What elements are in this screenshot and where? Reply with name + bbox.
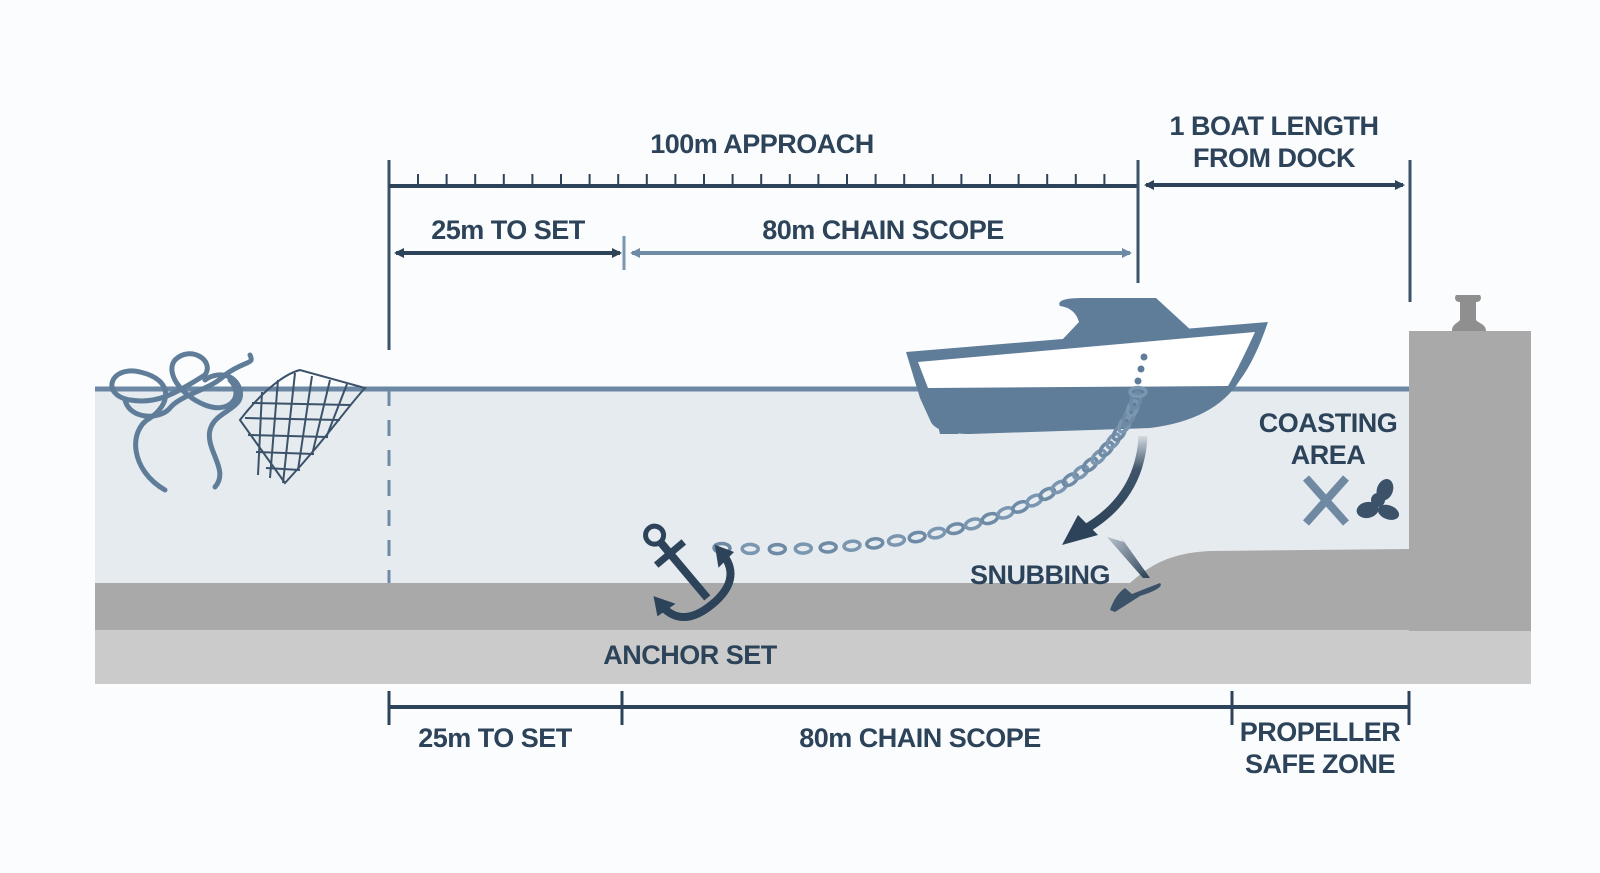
seabed-bottom-layer: [95, 630, 1531, 684]
chain-link: [1098, 440, 1115, 458]
top-to-set-label: 25m TO SET: [431, 215, 586, 245]
chain-link: [1090, 448, 1107, 466]
chain-link: [1105, 432, 1122, 450]
chain-link: [886, 534, 907, 547]
seabed-top-layer: [95, 583, 1531, 631]
shoal-mound: [1130, 549, 1410, 583]
chain-link: [865, 537, 885, 550]
boat-icon: [906, 298, 1268, 434]
bottom-to-set-label: 25m TO SET: [418, 723, 573, 753]
chain-link: [740, 542, 760, 556]
snubbing-label: SNUBBING: [970, 560, 1110, 590]
chain-link: [1129, 390, 1143, 410]
propeller-zone-label-line1: PROPELLER: [1240, 717, 1401, 747]
chain-link: [818, 541, 838, 554]
coasting-label-line2: AREA: [1291, 440, 1366, 470]
chain-link: [842, 539, 862, 552]
chain-link: [1125, 398, 1140, 418]
chain-link: [907, 530, 927, 544]
chain-link: [945, 522, 966, 536]
approach-label: 100m APPROACH: [650, 129, 874, 159]
chain-link: [1111, 424, 1127, 442]
chain-link: [793, 542, 814, 555]
dock: [1409, 331, 1531, 631]
anchor-set-label: ANCHOR SET: [603, 640, 778, 670]
chain-link: [1050, 479, 1069, 495]
top-chain-scope-label: 80m CHAIN SCOPE: [762, 215, 1004, 245]
bottom-chain-scope-label: 80m CHAIN SCOPE: [799, 723, 1041, 753]
boat-length-label-line1: 1 BOAT LENGTH: [1170, 111, 1379, 141]
chain-link: [1081, 456, 1099, 473]
rope-tangle-icon: [109, 351, 254, 493]
snubbing-arrow-icon: [1062, 435, 1148, 545]
fishing-net-icon: [238, 368, 367, 485]
chain-link: [1072, 464, 1090, 481]
propeller-zone-label-line2: SAFE ZONE: [1245, 749, 1395, 779]
chain-link: [1061, 472, 1080, 488]
anchor-chain-icon: [712, 385, 1148, 556]
chain-link: [927, 526, 947, 540]
no-propeller-icon: [1303, 475, 1400, 526]
approach-ruler-ticks: [417, 174, 1106, 186]
anchor-icon: [643, 523, 735, 621]
chain-link: [1117, 415, 1132, 434]
chain-link: [1038, 486, 1057, 502]
chain-link: [767, 542, 788, 556]
bollard-icon: [1452, 295, 1486, 331]
dragging-anchor-icon: [1107, 533, 1161, 612]
coasting-label-line1: COASTING: [1259, 408, 1398, 438]
water-area: [95, 388, 1410, 584]
chain-link: [1128, 385, 1148, 399]
boat-length-label-line2: FROM DOCK: [1193, 143, 1356, 173]
